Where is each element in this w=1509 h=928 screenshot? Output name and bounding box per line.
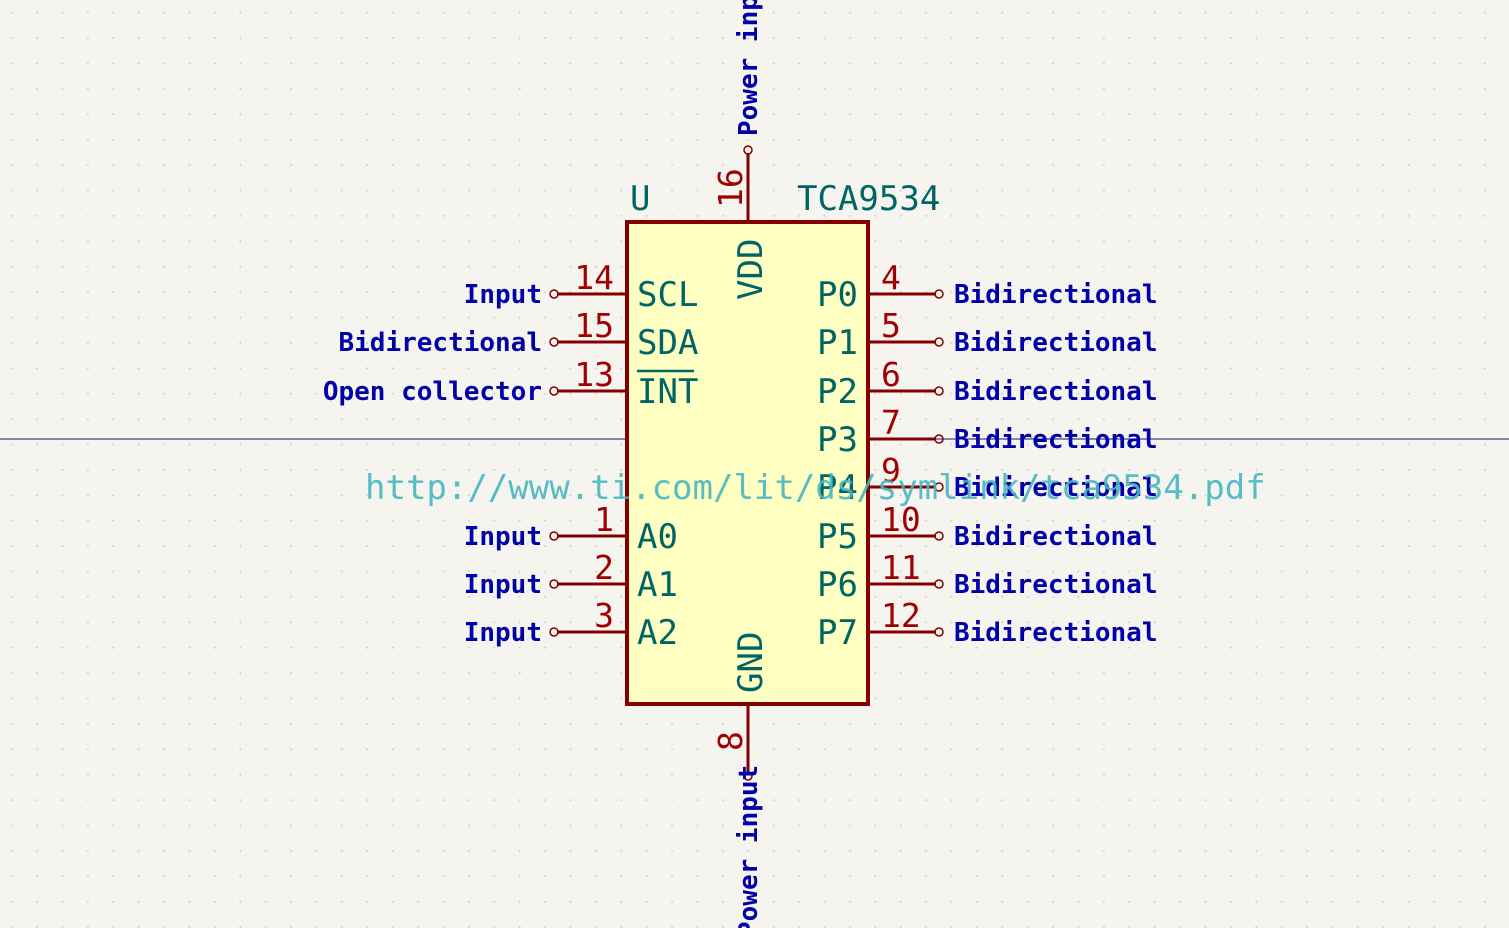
pin-name: SDA bbox=[637, 323, 698, 363]
pin-endpoint bbox=[549, 579, 559, 589]
pin-endpoint bbox=[549, 337, 559, 347]
pin-type: Bidirectional bbox=[954, 570, 1158, 600]
pin-number: 9 bbox=[881, 451, 901, 490]
pin-number: 4 bbox=[881, 258, 901, 297]
pin-p3[interactable]: 7 P3 Bidirectional bbox=[817, 403, 1157, 460]
pin-p5[interactable]: 10 P5 Bidirectional bbox=[817, 500, 1157, 557]
pin-p4[interactable]: 9 P4 Bidirectional bbox=[817, 451, 1157, 508]
pin-name: INT bbox=[637, 372, 698, 412]
pin-number: 10 bbox=[881, 500, 921, 539]
pin-a1[interactable]: 2 A1 Input bbox=[464, 548, 678, 605]
pin-number: 7 bbox=[881, 403, 901, 442]
pin-type: Input bbox=[464, 280, 542, 310]
pin-type: Bidirectional bbox=[954, 618, 1158, 648]
pin-type: Bidirectional bbox=[339, 328, 543, 358]
pin-name: P0 bbox=[817, 275, 858, 315]
pin-p0[interactable]: 4 P0 Bidirectional bbox=[817, 258, 1157, 315]
pin-p2[interactable]: 6 P2 Bidirectional bbox=[817, 355, 1157, 412]
pin-name: GND bbox=[731, 632, 771, 693]
pin-type: Bidirectional bbox=[954, 473, 1158, 503]
pin-p7[interactable]: 12 P7 Bidirectional bbox=[817, 596, 1157, 653]
pin-name: P1 bbox=[817, 323, 858, 363]
pin-number: 1 bbox=[594, 500, 614, 539]
pin-type: Open collector bbox=[323, 377, 542, 407]
datasheet-label[interactable]: http://www.ti.com/lit/ds/symlink/tca9534… bbox=[365, 468, 1266, 508]
pin-sda[interactable]: 15 SDA Bidirectional bbox=[339, 306, 699, 363]
pin-name: SCL bbox=[637, 275, 698, 315]
pin-name: P6 bbox=[817, 565, 858, 605]
pin-number: 12 bbox=[881, 596, 921, 635]
pin-vdd[interactable]: 16 VDD Power input bbox=[711, 0, 771, 300]
pin-name: P2 bbox=[817, 372, 858, 412]
pin-name: P5 bbox=[817, 517, 858, 557]
pin-a2[interactable]: 3 A2 Input bbox=[464, 596, 678, 653]
pin-type: Power input bbox=[734, 0, 764, 136]
pin-number: 11 bbox=[881, 548, 921, 587]
pin-name: P4 bbox=[817, 468, 858, 508]
pin-name: A0 bbox=[637, 517, 678, 557]
pin-int[interactable]: 13 INT Open collector bbox=[323, 355, 699, 412]
pin-type: Bidirectional bbox=[954, 522, 1158, 552]
value-label[interactable]: TCA9534 bbox=[797, 179, 940, 219]
pin-endpoint bbox=[549, 289, 559, 299]
pin-type: Input bbox=[464, 570, 542, 600]
pin-name: VDD bbox=[731, 239, 771, 300]
pin-endpoint bbox=[934, 289, 944, 299]
pin-number: 6 bbox=[881, 355, 901, 394]
pin-endpoint bbox=[934, 386, 944, 396]
pin-a0[interactable]: 1 A0 Input bbox=[464, 500, 678, 557]
pin-endpoint bbox=[934, 337, 944, 347]
pin-number: 15 bbox=[574, 306, 614, 345]
pin-endpoint bbox=[549, 627, 559, 637]
pin-endpoint bbox=[549, 531, 559, 541]
pin-name: P7 bbox=[817, 613, 858, 653]
pin-gnd[interactable]: 8 GND Power input bbox=[711, 632, 771, 928]
pin-type: Bidirectional bbox=[954, 328, 1158, 358]
pin-type: Bidirectional bbox=[954, 377, 1158, 407]
pin-p1[interactable]: 5 P1 Bidirectional bbox=[817, 306, 1157, 363]
pin-type: Input bbox=[464, 522, 542, 552]
pin-type: Bidirectional bbox=[954, 280, 1158, 310]
pin-number: 5 bbox=[881, 306, 901, 345]
pin-type: Bidirectional bbox=[954, 425, 1158, 455]
pin-p6[interactable]: 11 P6 Bidirectional bbox=[817, 548, 1157, 605]
pin-endpoint bbox=[743, 771, 753, 781]
pin-endpoint bbox=[549, 386, 559, 396]
reference-label[interactable]: U bbox=[630, 179, 650, 219]
ic-body[interactable] bbox=[625, 220, 870, 706]
pin-endpoint bbox=[743, 145, 753, 155]
pin-number: 13 bbox=[574, 355, 614, 394]
pin-name: A1 bbox=[637, 565, 678, 605]
pin-number: 2 bbox=[594, 548, 614, 587]
pin-type: Power input bbox=[734, 765, 764, 928]
pin-number: 8 bbox=[711, 731, 750, 751]
pin-endpoint bbox=[934, 482, 944, 492]
pin-number: 3 bbox=[594, 596, 614, 635]
pin-type: Input bbox=[464, 618, 542, 648]
pin-endpoint bbox=[934, 627, 944, 637]
pin-number: 14 bbox=[574, 258, 614, 297]
pin-number: 16 bbox=[711, 168, 750, 208]
pin-endpoint bbox=[934, 531, 944, 541]
pin-name: P3 bbox=[817, 420, 858, 460]
pin-endpoint bbox=[934, 434, 944, 444]
pin-name: A2 bbox=[637, 613, 678, 653]
pin-endpoint bbox=[934, 579, 944, 589]
pin-scl[interactable]: 14 SCL Input bbox=[464, 258, 699, 315]
